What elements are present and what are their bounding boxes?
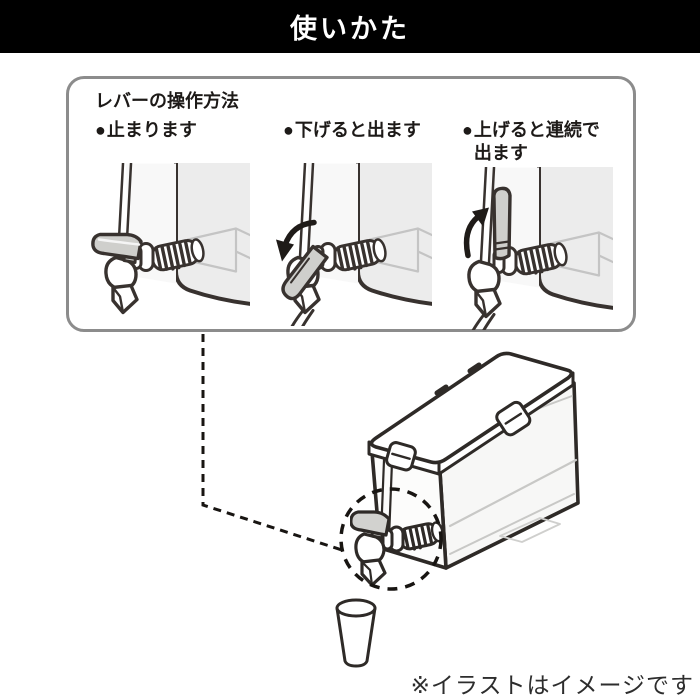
step-label-stop: ● 止まります bbox=[95, 119, 197, 142]
tap-nozzle-fold bbox=[111, 286, 125, 314]
lever-stop-illustration bbox=[91, 163, 250, 315]
lid-clip-front bbox=[495, 400, 532, 437]
lever-highlight bbox=[97, 238, 141, 246]
step-text: 上げると連続で出ます bbox=[473, 120, 600, 164]
step-label-continuous: ● 上げると連続で出ます bbox=[462, 119, 608, 166]
page-title: 使いかた bbox=[290, 14, 410, 44]
down-arrow-head bbox=[276, 239, 294, 262]
cup-illustration bbox=[335, 598, 377, 668]
tap-nozzle-fold bbox=[474, 290, 488, 318]
inner-bottom-edge bbox=[449, 493, 575, 555]
tap-lever bbox=[350, 510, 391, 537]
lever-down-illustration bbox=[276, 163, 432, 326]
lid-top bbox=[369, 351, 574, 465]
bullet-icon: ● bbox=[283, 120, 294, 140]
dispenser-illustration bbox=[350, 351, 580, 587]
footer-note: ※イラストはイメージです bbox=[410, 672, 694, 698]
cup-rim bbox=[335, 598, 377, 618]
tap-knob bbox=[332, 238, 387, 272]
step-text: 下げると出ます bbox=[294, 120, 421, 140]
water-stream bbox=[290, 309, 315, 326]
tap-nozzle bbox=[111, 283, 139, 315]
lever-up-illustration bbox=[463, 167, 613, 330]
lid-bumps bbox=[434, 362, 482, 396]
tap-lever-horizontal bbox=[91, 232, 143, 261]
lever-instructions-panel: レバーの操作方法 ● 止まります ● 下げると出ます ● 上げると連続で出ます bbox=[66, 76, 636, 332]
water-stream bbox=[471, 313, 496, 330]
tap-knob bbox=[513, 242, 568, 276]
panel-title: レバーの操作方法 bbox=[95, 91, 239, 111]
header-bar: 使いかた bbox=[0, 0, 700, 53]
tap-nozzle bbox=[474, 287, 502, 319]
callout-connector-line bbox=[201, 334, 346, 553]
water-level-line bbox=[448, 458, 578, 528]
bullet-icon: ● bbox=[462, 120, 473, 140]
tap-nozzle bbox=[360, 558, 387, 587]
lever-face-line bbox=[290, 257, 310, 284]
bullet-icon: ● bbox=[95, 120, 106, 140]
step-label-dispense: ● 下げると出ます bbox=[283, 119, 421, 142]
lever-folds bbox=[493, 240, 511, 251]
step-text: 止まります bbox=[106, 120, 197, 140]
cup-body bbox=[335, 606, 377, 668]
lid-clip-left bbox=[385, 441, 417, 472]
tap-lever-down bbox=[281, 244, 329, 301]
down-arrow-icon bbox=[282, 219, 317, 249]
inner-shelf-hint bbox=[499, 517, 561, 543]
up-arrow-head bbox=[472, 207, 489, 227]
